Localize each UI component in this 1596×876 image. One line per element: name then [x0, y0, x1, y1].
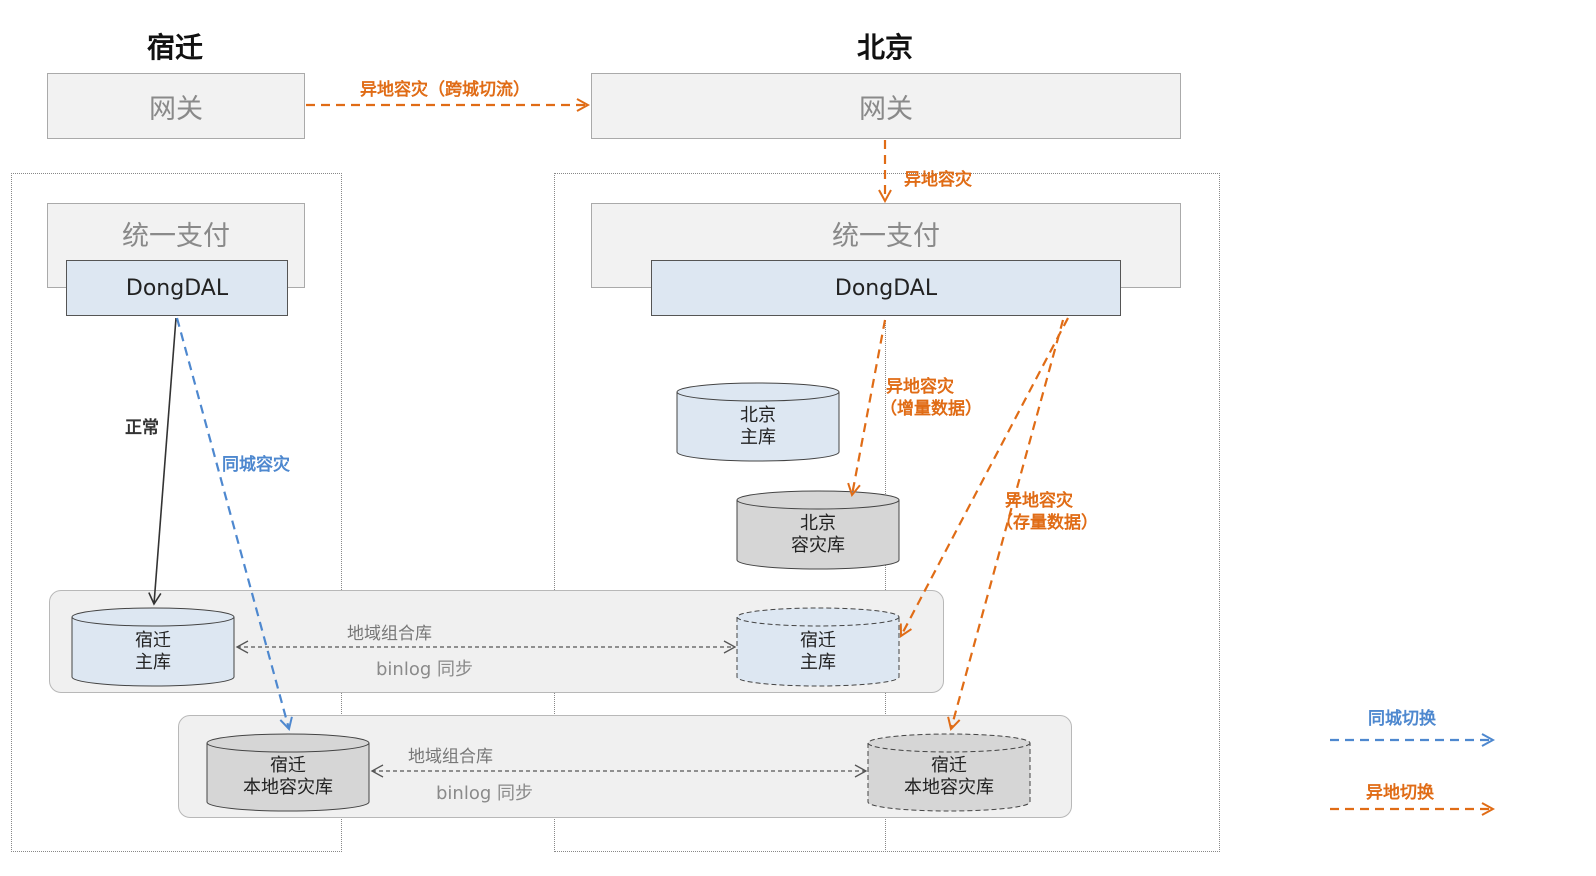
- gateway-beijing: 网关: [591, 73, 1181, 139]
- db-line: 容灾库: [791, 535, 845, 556]
- db-line: 宿迁: [931, 755, 967, 776]
- gateway-beijing-label: 网关: [859, 93, 913, 125]
- normal-label: 正常: [125, 418, 159, 438]
- db-suqian-master-label: 宿迁 主库: [72, 628, 234, 676]
- beijing-inner-divider: [885, 320, 886, 852]
- group-lower-sync: binlog 同步: [436, 783, 533, 804]
- db-line: 主库: [135, 652, 171, 673]
- gateway-suqian: 网关: [47, 73, 305, 139]
- incremental-label-line2: （增量数据）: [880, 399, 982, 419]
- stock-data-arrow: [951, 319, 1065, 729]
- payment-beijing-label: 统一支付: [832, 221, 940, 252]
- incremental-label-line1: 异地容灾: [886, 377, 954, 397]
- incremental-label: 异地容灾 （增量数据）: [880, 376, 982, 420]
- stock-label: 异地容灾 （存量数据）: [996, 490, 1098, 534]
- db-suqian-local-dr-label: 宿迁 本地容灾库: [207, 753, 369, 801]
- db-beijing-dr-label: 北京 容灾库: [737, 511, 899, 559]
- db-suqian-local-dr-replica-label: 宿迁 本地容灾库: [868, 753, 1030, 801]
- db-line: 北京: [800, 513, 836, 534]
- db-line: 主库: [740, 427, 776, 448]
- db-line: 宿迁: [800, 630, 836, 651]
- gateway-suqian-label: 网关: [149, 93, 203, 125]
- db-line: 本地容灾库: [904, 777, 994, 798]
- same-city-dr-arrow: [175, 317, 289, 729]
- db-suqian-master-replica-cylinder: [736, 607, 900, 687]
- db-suqian-local-dr-cylinder: [206, 733, 370, 812]
- db-beijing-master-label: 北京 主库: [677, 403, 839, 451]
- legend-same-city-label: 同城切换: [1368, 709, 1436, 729]
- city-title-beijing: 北京: [857, 31, 914, 64]
- legend-remote-label: 异地切换: [1366, 783, 1434, 803]
- group-upper-title: 地域组合库: [347, 624, 432, 644]
- db-line: 北京: [740, 405, 776, 426]
- beijing-region: [554, 173, 1220, 852]
- same-city-label: 同城容灾: [222, 455, 290, 475]
- db-suqian-local-dr-replica-cylinder: [867, 733, 1031, 812]
- cross-city-label: 异地容灾（跨城切流）: [360, 80, 530, 100]
- dongdal-beijing: DongDAL: [651, 260, 1121, 316]
- db-suqian-master-cylinder: [71, 607, 235, 687]
- stock-label-line2: （存量数据）: [996, 513, 1098, 533]
- db-line: 宿迁: [270, 755, 306, 776]
- remote-to-replica-master-arrow: [901, 317, 1069, 636]
- stock-label-line1: 异地容灾: [1005, 491, 1073, 511]
- payment-suqian-label: 统一支付: [122, 221, 230, 252]
- db-line: 主库: [800, 652, 836, 673]
- normal-arrow: [148, 317, 177, 606]
- dongdal-suqian: DongDAL: [66, 260, 288, 316]
- city-title-suqian: 宿迁: [147, 31, 204, 64]
- db-line: 本地容灾库: [243, 777, 333, 798]
- suqian-region: [11, 173, 342, 852]
- db-suqian-master-replica-label: 宿迁 主库: [737, 628, 899, 676]
- db-beijing-master-cylinder: [676, 382, 840, 462]
- group-lower-title: 地域组合库: [408, 747, 493, 767]
- db-line: 宿迁: [135, 630, 171, 651]
- gateway-down-label: 异地容灾: [904, 170, 972, 190]
- group-upper-sync: binlog 同步: [376, 659, 473, 680]
